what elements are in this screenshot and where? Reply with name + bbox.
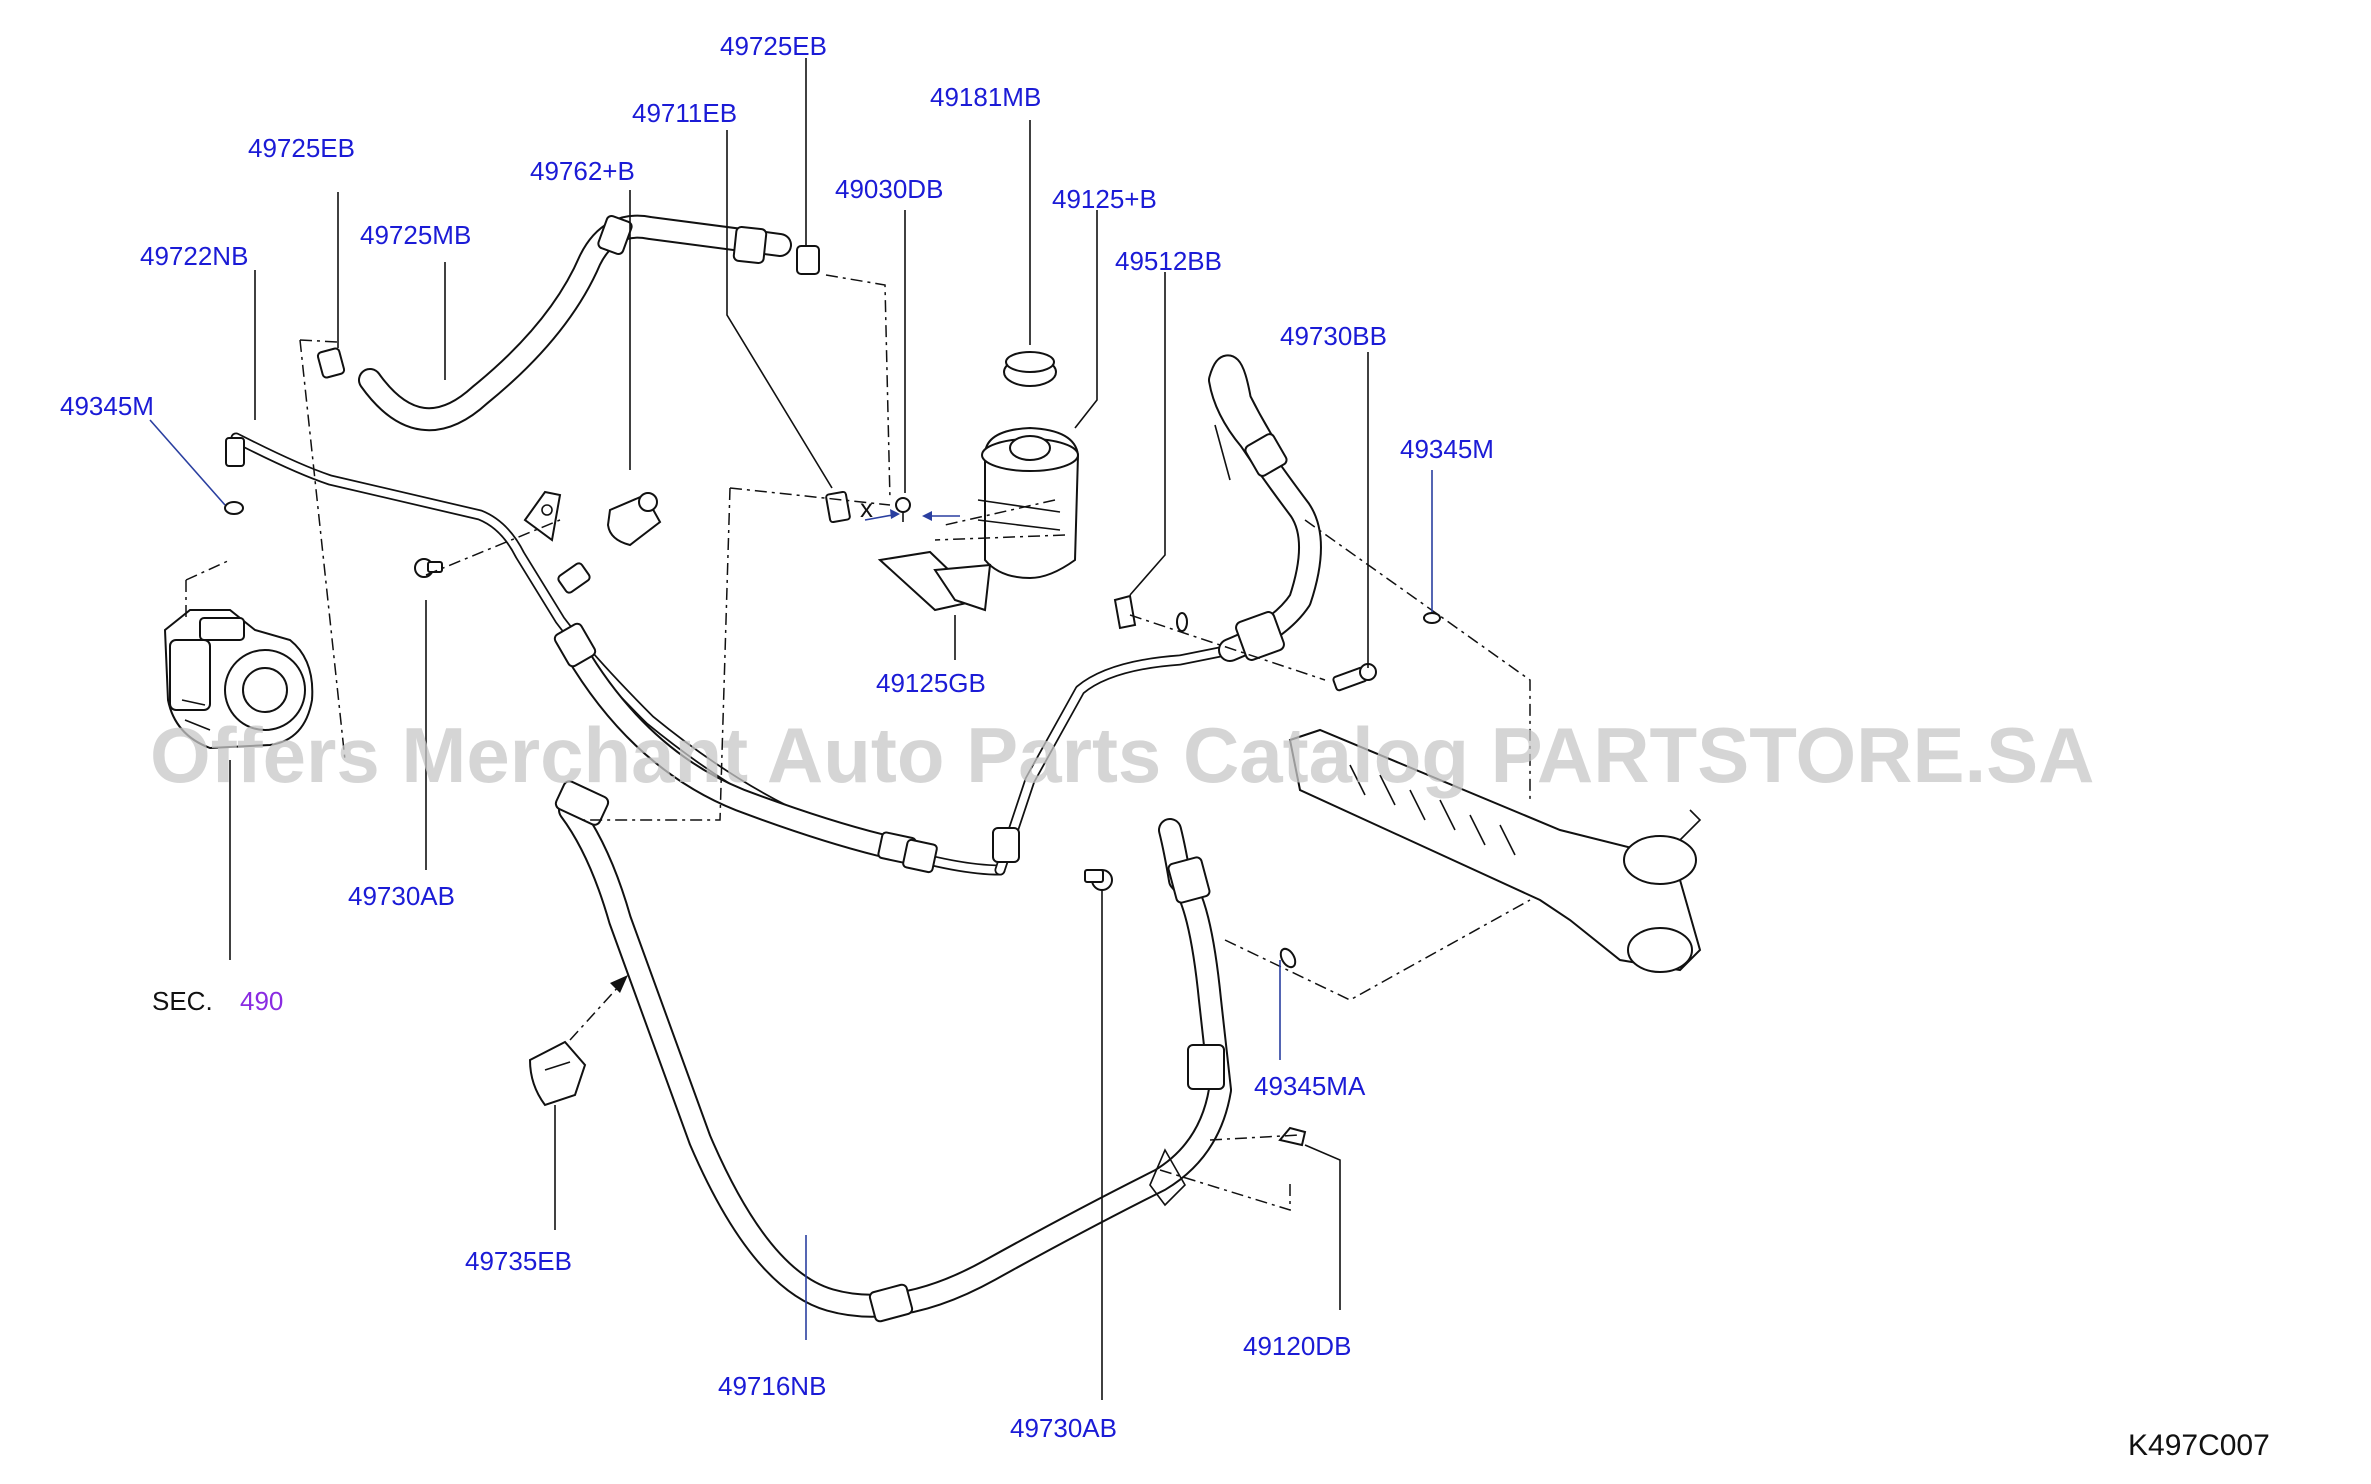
x-callout: x [860, 493, 960, 523]
label-49762B[interactable]: 49762+B [530, 156, 635, 186]
bolt-49730BB [1332, 663, 1377, 692]
label-49345M-left[interactable]: 49345M [60, 391, 154, 421]
label-49722NB[interactable]: 49722NB [140, 241, 248, 271]
label-49735EB[interactable]: 49735EB [465, 1246, 572, 1276]
label-49120DB[interactable]: 49120DB [1243, 1331, 1351, 1361]
label-49725EB-left[interactable]: 49725EB [248, 133, 355, 163]
tube-fitting [557, 562, 591, 594]
connector-49512BB [1113, 594, 1137, 630]
label-49730AB-bottom[interactable]: 49730AB [1010, 1413, 1117, 1443]
hose-clamp-left [316, 347, 346, 379]
part-labels: 49725EB 49711EB 49181MB 49725EB 49762+B … [60, 31, 1494, 1443]
bolt-49730AB-bottom [1084, 869, 1113, 891]
section-prefix: SEC. [152, 986, 213, 1016]
section-reference: SEC. 490 [152, 986, 283, 1016]
label-49730BB[interactable]: 49730BB [1280, 321, 1387, 351]
tube-bracket [523, 490, 562, 542]
reservoir-cap [1003, 351, 1057, 387]
connector-49762B [606, 492, 662, 547]
o-ring-49345M-right [1423, 612, 1441, 624]
arrow-49735EB [569, 975, 628, 1041]
bolt-49730AB-left [414, 558, 443, 578]
return-hose-lower [554, 780, 1232, 1323]
clip-49735EB [528, 1040, 587, 1107]
o-ring-mid [1176, 612, 1188, 632]
label-49030DB[interactable]: 49030DB [835, 174, 943, 204]
o-ring-49345MA [1279, 947, 1297, 969]
label-49730AB-left[interactable]: 49730AB [348, 881, 455, 911]
rack-hose-right [1208, 354, 1322, 662]
return-hose-upper [358, 214, 792, 432]
label-49125B[interactable]: 49125+B [1052, 184, 1157, 214]
pressure-tube-rack-side [992, 644, 1236, 876]
label-49181MB[interactable]: 49181MB [930, 82, 1041, 112]
label-49125GB[interactable]: 49125GB [876, 668, 986, 698]
pressure-tube-pump-side [230, 432, 1006, 876]
hose-clamp-top [796, 245, 820, 275]
o-ring-49345M-left [224, 501, 244, 515]
label-49345MA[interactable]: 49345MA [1254, 1071, 1366, 1101]
label-49725MB[interactable]: 49725MB [360, 220, 471, 250]
clip-49030DB [895, 497, 911, 522]
diagram-id: K497C007 [2128, 1429, 2270, 1462]
label-49345M-right[interactable]: 49345M [1400, 434, 1494, 464]
reservoir-tank [977, 426, 1080, 580]
callout-x: x [860, 493, 873, 523]
watermark: Offers Merchant Auto Parts Catalog PARTS… [150, 711, 2095, 799]
label-49725EB-top[interactable]: 49725EB [720, 31, 827, 61]
section-number-link[interactable]: 490 [240, 986, 283, 1016]
pump-fitting [225, 437, 245, 467]
label-49716NB[interactable]: 49716NB [718, 1371, 826, 1401]
leader-lines [149, 58, 1433, 1400]
reservoir-bracket [877, 550, 992, 612]
pressure-hose-main [553, 622, 938, 874]
steering-gear-rack [1288, 728, 1702, 973]
clamp-49711EB [825, 490, 851, 524]
label-49711EB[interactable]: 49711EB [632, 98, 737, 128]
clip-49120DB [1278, 1126, 1307, 1147]
phantom-lines [185, 274, 1531, 1212]
power-steering-pump [163, 609, 314, 750]
label-49512BB[interactable]: 49512BB [1115, 246, 1222, 276]
